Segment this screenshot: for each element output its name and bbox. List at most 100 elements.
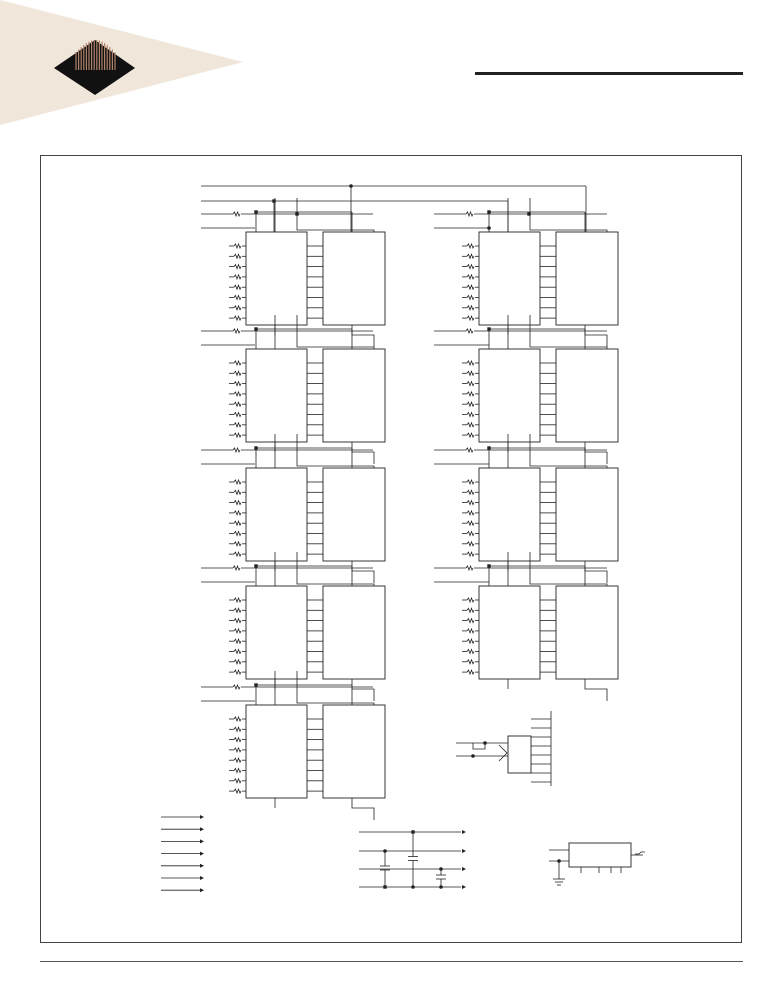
- clock-input-symbol: [498, 744, 508, 762]
- resistor-symbol: [233, 273, 242, 281]
- memory-chip: [245, 585, 308, 680]
- wire: [296, 671, 375, 705]
- resistor-symbol: [233, 550, 242, 558]
- resistor-symbol: [233, 648, 242, 655]
- resistor-symbol: [466, 401, 475, 408]
- resistor-symbol: [233, 253, 242, 260]
- resistor-symbol: [466, 520, 475, 527]
- junction-square: [487, 564, 491, 568]
- schematic-extra-blocks: [161, 711, 645, 893]
- resistor-symbol: [233, 715, 242, 723]
- resistor-symbol: [233, 509, 242, 517]
- resistor-symbol: [233, 380, 242, 387]
- schematic-wires: [201, 184, 608, 820]
- memory-chip: [322, 585, 386, 680]
- junction-square: [487, 210, 491, 214]
- arrowhead: [200, 827, 204, 832]
- resistor-symbol: [466, 550, 475, 558]
- resistor-symbol: [233, 401, 242, 408]
- resistor-symbol: [233, 390, 242, 398]
- wire: [584, 325, 608, 347]
- resistor-symbol: [233, 736, 242, 743]
- resistor-symbol: [466, 294, 475, 301]
- resistor-symbol: [233, 431, 242, 439]
- resistor-symbol: [233, 294, 242, 301]
- memory-chip: [555, 585, 619, 680]
- resistor-symbol: [233, 242, 242, 250]
- resistor-symbol: [233, 767, 242, 774]
- resistor-symbol: [466, 314, 475, 322]
- resistor-symbol: [232, 327, 241, 335]
- resistor-symbol: [466, 273, 475, 281]
- resistor-symbol: [466, 509, 475, 517]
- memory-chip: [322, 704, 386, 799]
- diamond-pillar-logo: [54, 40, 135, 95]
- memory-chip: [555, 231, 619, 326]
- resistor-symbol: [466, 390, 475, 398]
- resistor-symbol: [233, 596, 242, 604]
- memory-chip: [322, 231, 386, 326]
- junction-square: [254, 446, 258, 450]
- memory-chip: [322, 467, 386, 562]
- logo-pillars: [75, 40, 116, 70]
- junction-square: [295, 212, 299, 216]
- arrowhead: [200, 815, 204, 819]
- resistor-symbol: [233, 304, 242, 311]
- wire: [351, 798, 375, 820]
- resistor-symbol: [232, 210, 241, 218]
- resistor-symbol: [233, 411, 242, 418]
- memory-chip: [478, 231, 541, 326]
- junction-square: [527, 212, 531, 216]
- resistor-symbol: [233, 359, 242, 367]
- resistor-symbol: [233, 540, 242, 547]
- resistor-symbol: [466, 304, 475, 311]
- junction-dot: [471, 754, 475, 758]
- resistor-symbol: [233, 617, 242, 624]
- resistor-symbol: [466, 421, 475, 428]
- resistor-symbol: [466, 478, 475, 486]
- arrowhead: [462, 830, 466, 834]
- memory-chip: [478, 467, 541, 562]
- arrowhead: [462, 885, 466, 889]
- memory-chip: [245, 467, 308, 562]
- resistor-symbol: [233, 787, 242, 795]
- resistor-symbol: [233, 478, 242, 486]
- resistor-symbol: [466, 596, 475, 604]
- resistor-symbol: [466, 489, 475, 496]
- arrowhead: [200, 851, 204, 856]
- resistor-symbol: [233, 607, 242, 614]
- wire: [351, 442, 375, 464]
- resistor-symbol: [233, 499, 242, 506]
- footer-rule: [40, 961, 743, 962]
- resistor-symbol: [465, 210, 474, 218]
- resistor-symbol: [233, 658, 242, 665]
- wire: [529, 315, 608, 349]
- wire: [296, 198, 375, 232]
- resistor-symbol: [466, 370, 475, 377]
- resistor-symbol: [233, 777, 242, 784]
- header-banner: [0, 0, 243, 125]
- resistor-symbol: [466, 668, 475, 676]
- resistor-symbol: [466, 411, 475, 418]
- wire: [296, 552, 375, 586]
- resistor-symbol: [233, 746, 242, 754]
- resistor-symbol: [233, 263, 242, 270]
- resistor-symbol: [466, 242, 475, 250]
- resistor-symbol: [233, 284, 242, 291]
- wire: [351, 325, 375, 347]
- wire: [584, 442, 608, 464]
- resistor-symbol: [466, 648, 475, 655]
- memory-chip: [245, 348, 308, 443]
- eeprom-block: [568, 842, 632, 868]
- arrowhead: [200, 888, 204, 893]
- arrowhead: [462, 849, 466, 853]
- wire: [529, 198, 608, 232]
- resistor-symbol: [466, 284, 475, 291]
- resistor-symbol: [233, 638, 242, 645]
- wire: [351, 561, 375, 583]
- junction-dot: [483, 741, 487, 745]
- resistor-symbol: [233, 489, 242, 496]
- schematic-chips: [245, 231, 619, 799]
- memory-chip: [555, 467, 619, 562]
- resistor-symbol: [233, 530, 242, 537]
